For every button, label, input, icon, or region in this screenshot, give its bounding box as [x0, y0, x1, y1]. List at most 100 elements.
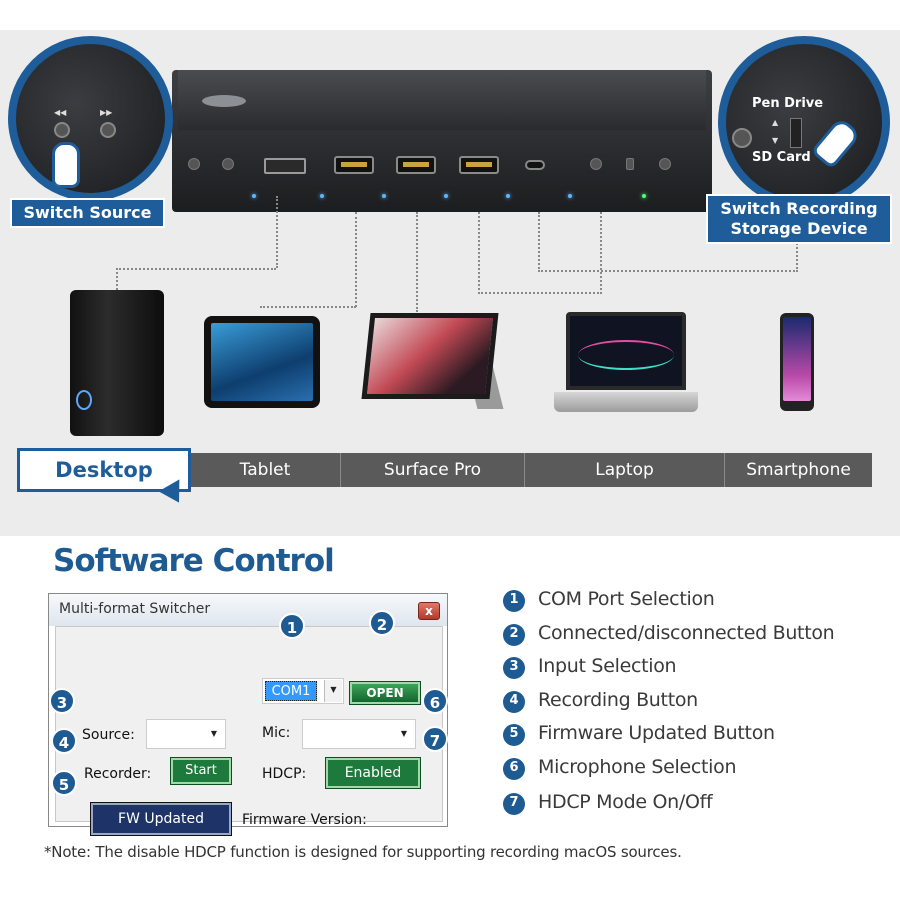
pointing-hand-icon [52, 142, 80, 188]
laptop-device-icon [554, 312, 698, 416]
surface-pro-device-icon [361, 313, 504, 409]
switch-recording-line2: Storage Device [730, 219, 868, 238]
chevron-down-icon[interactable]: ▼ [324, 680, 342, 702]
forward-button-icon [100, 122, 116, 138]
switch-recording-label: Switch Recording Storage Device [706, 194, 892, 244]
rewind-knob-icon [188, 158, 200, 170]
hdmi-port-3-icon [459, 156, 499, 174]
laptop-screen [566, 312, 686, 390]
audio-jack-icon [732, 128, 752, 148]
window-body: COM1 ▼ OPEN Source: ▼ Mic: ▼ Recorder: S… [55, 626, 443, 836]
forward-glyph-icon: ▶▶ [100, 108, 113, 117]
connector-line-desktop-up [276, 196, 278, 268]
usb-c-port-icon [525, 160, 545, 170]
callout-badge-5: 5 [51, 770, 77, 796]
callout-badge-3: 3 [49, 688, 75, 714]
hdmi-port-2-icon [396, 156, 436, 174]
open-button[interactable]: OPEN [349, 681, 421, 705]
connector-line-desktop [116, 268, 276, 290]
legend-text: Connected/disconnected Button [538, 622, 835, 644]
forward-knob-icon [222, 158, 234, 170]
phone-screen [783, 317, 811, 401]
callout-badge-4: 4 [51, 728, 77, 754]
category-divider [340, 453, 341, 487]
led-green-icon [642, 194, 646, 198]
source-select[interactable]: ▼ [146, 719, 226, 749]
brand-logo-icon [202, 95, 246, 107]
category-divider [524, 453, 525, 487]
hdcp-enabled-button[interactable]: Enabled [325, 757, 421, 789]
category-divider [724, 453, 725, 487]
start-button[interactable]: Start [170, 757, 232, 785]
led-icon [382, 194, 386, 198]
sd-card-label: SD Card [752, 150, 811, 165]
smartphone-device-icon [780, 313, 814, 411]
chevron-down-icon[interactable]: ▼ [210, 729, 218, 738]
callout-badge-7: 7 [422, 726, 448, 752]
switch-recording-line1: Switch Recording [720, 199, 878, 218]
chevron-down-icon[interactable]: ▼ [400, 729, 408, 738]
rewind-glyph-icon: ◀◀ [54, 108, 67, 117]
section-title: Software Control [53, 543, 335, 579]
com-port-select[interactable]: COM1 ▼ [262, 678, 344, 704]
source-label: Source: [82, 727, 135, 743]
pen-drive-label: Pen Drive [752, 96, 824, 111]
mic-select[interactable]: ▼ [302, 719, 416, 749]
storage-switch-icon [626, 158, 634, 170]
category-desktop-active: Desktop [17, 448, 191, 492]
window-title: Multi-format Switcher [59, 601, 211, 617]
led-icon [444, 194, 448, 198]
switcher-device [172, 70, 712, 212]
desktop-device-icon [70, 290, 164, 436]
hdmi-port-1-icon [334, 156, 374, 174]
legend-text: Input Selection [538, 655, 677, 677]
category-surface-pro: Surface Pro [383, 460, 482, 480]
storage-switch-zoom: Pen Drive SD Card ▲ ▼ [718, 36, 890, 208]
fw-updated-button[interactable]: FW Updated [90, 802, 232, 836]
legend-badge: 4 [503, 691, 525, 713]
audio-jack-icon [590, 158, 602, 170]
switch-source-label: Switch Source [10, 198, 165, 228]
connector-line-laptop [478, 212, 602, 294]
legend-text: COM Port Selection [538, 588, 715, 610]
footnote: *Note: The disable HDCP function is desi… [44, 843, 682, 861]
record-knob-icon [659, 158, 671, 170]
laptop-base [554, 392, 698, 412]
usb-port-icon [264, 158, 306, 174]
storage-toggle-icon [790, 118, 802, 148]
category-laptop: Laptop [595, 460, 654, 480]
category-tablet: Tablet [239, 460, 291, 480]
tablet-screen [211, 323, 313, 401]
connector-line-tablet [260, 306, 356, 308]
tablet-device-icon [204, 316, 320, 408]
category-smartphone: Smartphone [746, 460, 851, 480]
surface-screen [361, 313, 499, 399]
recorder-label: Recorder: [84, 766, 152, 782]
legend-badge: 3 [503, 657, 525, 679]
legend-badge: 5 [503, 724, 525, 746]
firmware-version-label: Firmware Version: [242, 812, 367, 828]
connector-line-surface [416, 212, 418, 312]
legend-text: Firmware Updated Button [538, 722, 775, 744]
up-arrow-icon: ▲ [772, 118, 779, 127]
callout-badge-6: 6 [422, 688, 448, 714]
switch-source-zoom: ◀◀ ▶▶ [8, 36, 173, 201]
callout-badge-2: 2 [369, 610, 395, 636]
led-icon [506, 194, 510, 198]
hdcp-label: HDCP: [262, 766, 307, 782]
switcher-top-face [178, 70, 706, 130]
mic-label: Mic: [262, 725, 291, 741]
led-icon [320, 194, 324, 198]
com-port-value: COM1 [265, 681, 317, 701]
connector-line-tablet-up [355, 212, 357, 307]
legend-badge: 6 [503, 758, 525, 780]
led-icon [568, 194, 572, 198]
pointing-hand-icon [810, 116, 862, 170]
legend-text: HDCP Mode On/Off [538, 791, 713, 813]
down-arrow-icon: ▼ [772, 136, 779, 145]
app-window: Multi-format Switcher x COM1 ▼ OPEN Sour… [48, 593, 448, 836]
legend-badge: 2 [503, 624, 525, 646]
legend-text: Recording Button [538, 689, 698, 711]
legend-badge: 1 [503, 590, 525, 612]
close-icon[interactable]: x [418, 602, 440, 620]
